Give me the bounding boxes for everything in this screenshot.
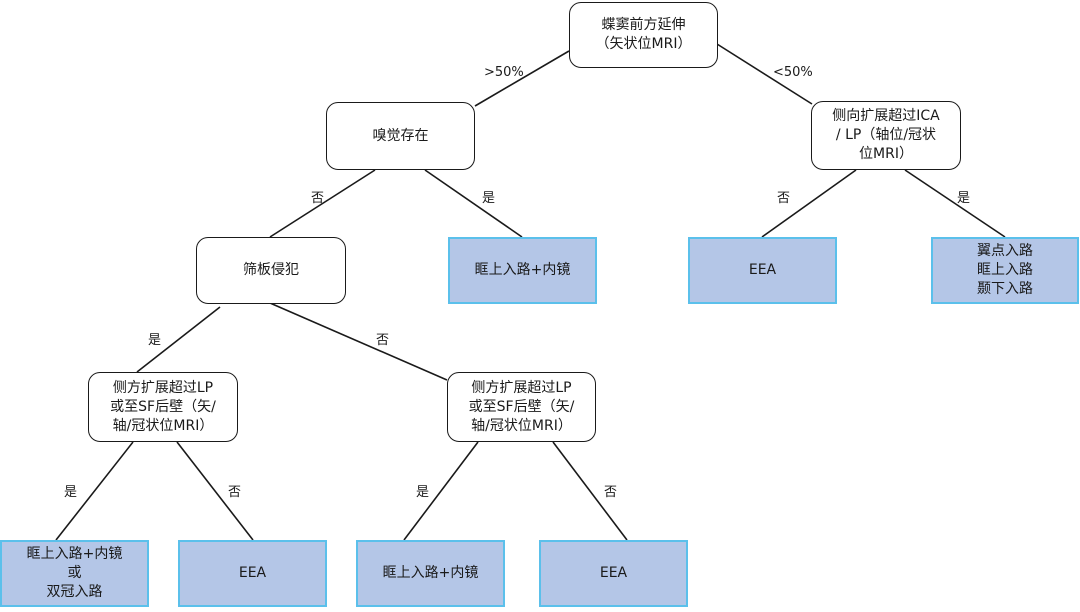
outcome-supraorbital-endoscope-top: 眶上入路+内镜 bbox=[448, 237, 597, 304]
edge-lpa-eea bbox=[176, 441, 254, 541]
outcome-supraorbital-or-bicoronal: 眶上入路+内镜 或 双冠入路 bbox=[0, 540, 149, 607]
outcome-supraorbital-endoscope-bottom: 眶上入路+内镜 bbox=[356, 540, 505, 607]
lateral-lp-node-right: 侧方扩展超过LP 或至SF后壁（矢/ 轴/冠状位MRI） bbox=[447, 372, 596, 442]
outcome-eea-bottom-right: EEA bbox=[539, 540, 688, 607]
edge-lpb-eea bbox=[552, 441, 628, 541]
edge-label-lpa-yes: 是 bbox=[64, 485, 78, 500]
root-node-sphenoid-anterior-extension: 蝶窦前方延伸 （矢状位MRI） bbox=[569, 2, 718, 68]
outcome-eea-bottom-left: EEA bbox=[178, 540, 327, 607]
edge-label-greater-50: >50% bbox=[484, 65, 524, 80]
edge-label-lpa-no: 否 bbox=[228, 485, 242, 500]
edge-label-olfaction-yes: 是 bbox=[482, 191, 496, 206]
edge-olfaction-cribriform bbox=[269, 169, 376, 238]
edge-cribriform-lpb bbox=[269, 302, 448, 381]
edge-lpa-supraorbital-bicoronal bbox=[55, 441, 134, 541]
edge-label-olfaction-no: 否 bbox=[311, 191, 325, 206]
edge-root-lateral-ica bbox=[716, 43, 813, 105]
edge-label-lpb-no: 否 bbox=[604, 485, 618, 500]
edge-ica-multi bbox=[904, 169, 1006, 238]
edge-cribriform-lpa bbox=[136, 306, 221, 373]
olfaction-node: 嗅觉存在 bbox=[326, 102, 475, 170]
edge-label-cribriform-yes: 是 bbox=[148, 333, 162, 348]
edge-ica-eea bbox=[761, 169, 857, 238]
cribriform-node: 筛板侵犯 bbox=[196, 237, 346, 304]
outcome-multi-approach: 翼点入路 眶上入路 颞下入路 bbox=[931, 237, 1079, 304]
outcome-eea-top: EEA bbox=[688, 237, 837, 304]
edge-root-olfaction bbox=[474, 50, 570, 107]
lateral-lp-node-left: 侧方扩展超过LP 或至SF后壁（矢/ 轴/冠状位MRI） bbox=[88, 372, 238, 442]
lateral-ica-node: 侧向扩展超过ICA / LP（轴位/冠状 位MRI） bbox=[811, 101, 961, 170]
edge-label-lpb-yes: 是 bbox=[416, 485, 430, 500]
edge-olfaction-supraorbital bbox=[424, 169, 523, 238]
edge-label-cribriform-no: 否 bbox=[376, 333, 390, 348]
edge-label-ica-yes: 是 bbox=[957, 191, 971, 206]
edge-label-less-50: <50% bbox=[773, 65, 813, 80]
edge-label-ica-no: 否 bbox=[777, 191, 791, 206]
edge-lpb-supraorbital bbox=[403, 441, 479, 541]
